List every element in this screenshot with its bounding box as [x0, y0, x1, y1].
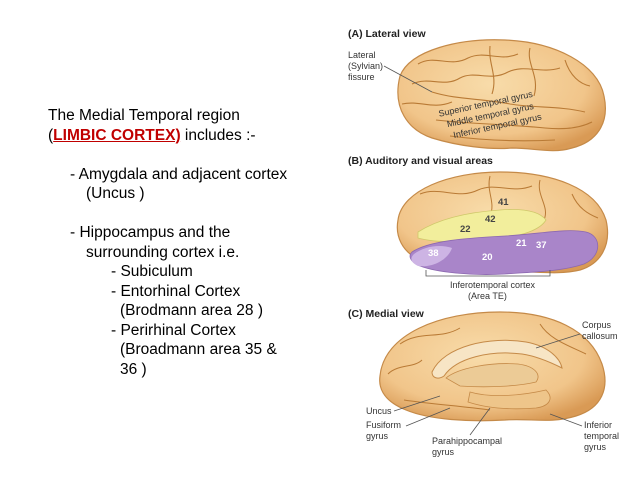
corpus-label-2: callosum	[582, 331, 618, 341]
panel-b-title: (B) Auditory and visual areas	[348, 155, 493, 167]
area-22: 22	[460, 224, 471, 235]
fissure-label-3: fissure	[348, 72, 375, 82]
item-hippocampus-cont: surrounding cortex i.e.	[86, 243, 240, 261]
inferior-temporal-label-2: temporal	[584, 431, 619, 441]
uncus-label: Uncus	[366, 406, 392, 416]
corpus-label-1: Corpus	[582, 320, 612, 330]
area-41: 41	[498, 197, 509, 208]
uncus-leader	[393, 395, 441, 412]
panel-lateral-view: (A) Lateral view Lateral (Sylvian) fissu…	[348, 28, 606, 152]
inferior-temporal-leader	[549, 413, 583, 427]
fissure-label-2: (Sylvian)	[348, 61, 383, 71]
spacer	[48, 204, 338, 224]
item-amygdala-cont: (Uncus )	[86, 185, 145, 202]
lateral-brain	[397, 39, 606, 152]
parahippocampal-region	[467, 389, 551, 410]
area-te-label: (Area TE)	[468, 291, 507, 301]
area-21: 21	[516, 238, 527, 249]
inferior-temporal-label-3: gyrus	[584, 442, 607, 452]
limbic-line: (LIMBIC CORTEX) includes :-	[48, 126, 338, 146]
area-20: 20	[482, 252, 493, 263]
panel-auditory-visual: (B) Auditory and visual areas 41 42 22 2…	[348, 155, 609, 301]
brain-figure: (A) Lateral view Lateral (Sylvian) fissu…	[348, 28, 619, 457]
te-bracket	[425, 270, 551, 277]
title-line: The Medial Temporal region	[48, 106, 338, 126]
parahippocampal-label-1: Parahippocampal	[432, 436, 502, 446]
parahippocampal-leader	[469, 407, 491, 436]
inferior-temporal-label-1: Inferior	[584, 420, 612, 430]
parahippocampal-label-2: gyrus	[432, 447, 455, 457]
region-title: The Medial Temporal region	[48, 107, 240, 124]
corpus-callosum	[431, 339, 563, 379]
fusiform-label-1: Fusiform	[366, 420, 401, 430]
paren-open: (	[48, 126, 54, 144]
fusiform-label-2: gyrus	[366, 431, 389, 441]
medial-inner	[445, 363, 539, 388]
area-light-purple-region	[411, 246, 452, 267]
corpus-leader	[535, 333, 581, 349]
panel-a-title: (A) Lateral view	[348, 28, 426, 40]
item-hippocampus: - Hippocampus and the	[70, 224, 231, 241]
sub-entorhinal: - Entorhinal Cortex	[111, 282, 241, 300]
panel-medial-view: (C) Medial view Corpus callosum Uncus Fu…	[348, 308, 619, 457]
sub-perirhinal-area: (Broadmann area 35 &	[120, 341, 277, 358]
medial-sulci	[387, 323, 587, 411]
body-text: The Medial Temporal region (LIMBIC CORTE…	[48, 106, 338, 379]
sub-entorhinal-area: (Brodmann area 28 )	[120, 302, 264, 319]
item-amygdala: - Amygdala and adjacent cortex	[70, 165, 288, 183]
area-38: 38	[428, 248, 439, 259]
limbic-cortex-label: LIMBIC CORTEX)	[53, 126, 181, 144]
area-37: 37	[536, 240, 547, 251]
fissure-leader	[383, 65, 433, 93]
fusiform-leader	[405, 407, 451, 427]
lateral-sulci	[401, 45, 593, 142]
sub-perirhinal-area-cont: 36 )	[120, 360, 147, 378]
area-42: 42	[485, 214, 496, 225]
fissure-label-1: Lateral	[348, 50, 376, 60]
sub-perirhinal: - Perirhinal Cortex	[111, 321, 236, 339]
sub-subiculum: - Subiculum	[111, 263, 193, 280]
includes-text: includes :-	[180, 126, 256, 144]
panel-c-title: (C) Medial view	[348, 308, 425, 320]
spacer	[48, 145, 338, 165]
inferotemporal-label: Inferotemporal cortex	[450, 280, 536, 290]
area-purple-region	[409, 230, 599, 275]
